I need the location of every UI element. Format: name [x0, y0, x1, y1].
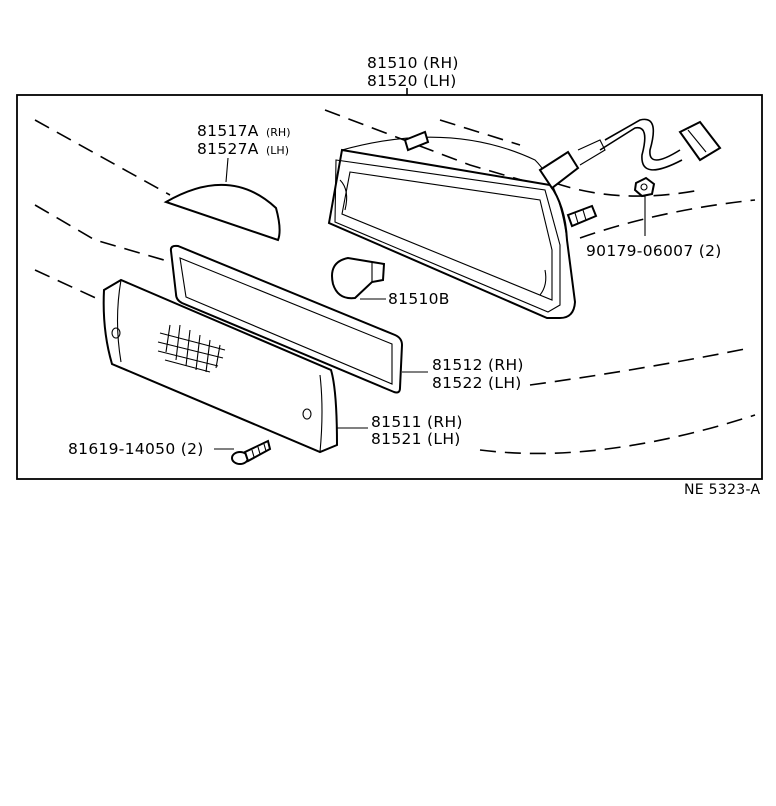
- label-gasket-lh: 81522 (LH): [432, 374, 522, 392]
- label-lamp-assy-rh: 81510 (RH): [367, 54, 459, 72]
- diagram-frame: [16, 94, 763, 480]
- lens-grid-pattern: [157, 324, 226, 373]
- nut-90179: [633, 176, 656, 236]
- label-bulb: 81510B: [388, 290, 450, 308]
- label-cover-lh-side: (LH): [266, 144, 289, 157]
- label-cover-rh-num: 81517A: [197, 122, 259, 140]
- label-nut: 90179-06007 (2): [586, 242, 722, 260]
- screw-81619: [214, 439, 272, 465]
- label-cover-lh-num: 81527A: [197, 140, 259, 158]
- lens-81511: [102, 278, 368, 454]
- bulb-81510B: [331, 256, 386, 300]
- label-lamp-assy-lh: 81520 (LH): [367, 72, 457, 90]
- label-screw: 81619-14050 (2): [68, 440, 204, 458]
- cover-81517A: [163, 157, 281, 242]
- diagram-reference-code: NE 5323-A: [684, 482, 761, 498]
- label-lens-rh: 81511 (RH): [371, 413, 463, 431]
- gasket-81512: [169, 244, 428, 394]
- label-cover-rh-side: (RH): [266, 126, 291, 139]
- label-gasket-rh: 81512 (RH): [432, 356, 524, 374]
- lamp-housing: [327, 118, 722, 319]
- label-lens-lh: 81521 (LH): [371, 430, 461, 448]
